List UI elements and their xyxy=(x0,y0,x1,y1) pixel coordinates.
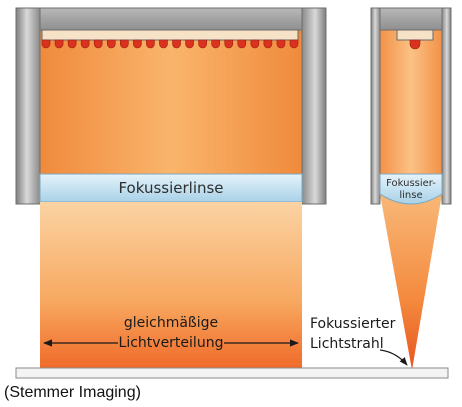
led xyxy=(106,39,116,49)
left-housing-left-wall xyxy=(15,7,41,205)
right-housing-left-wall xyxy=(370,7,381,205)
left-led-row xyxy=(41,39,299,49)
led xyxy=(133,39,142,49)
led xyxy=(263,39,273,49)
distribution-label-line1: gleichmäßige xyxy=(124,315,218,331)
right-focusing-lens xyxy=(379,173,443,205)
led xyxy=(54,39,64,49)
led xyxy=(41,39,51,49)
right-light-inside xyxy=(378,30,444,180)
left-housing-top xyxy=(39,7,303,31)
led xyxy=(224,39,234,49)
beam-label-line2: Lichtstrahl xyxy=(310,336,384,352)
led xyxy=(146,39,155,49)
led xyxy=(289,39,299,49)
right-lens-label-line2: linse xyxy=(399,190,422,201)
led xyxy=(159,39,168,49)
led xyxy=(172,39,181,49)
led xyxy=(198,39,207,49)
led xyxy=(120,39,129,49)
right-housing-top xyxy=(379,7,443,31)
left-illuminator: Fokussierlinse gleichmäßige Lichtverteil… xyxy=(15,7,327,368)
led xyxy=(80,39,90,49)
left-light-striations xyxy=(40,339,302,365)
led xyxy=(237,39,247,49)
beam-pointer-arrow xyxy=(379,349,408,366)
left-lens-label: Fokussierlinse xyxy=(118,179,223,197)
led xyxy=(185,39,194,49)
left-light-beam-below xyxy=(40,202,302,368)
led xyxy=(211,39,220,49)
led xyxy=(67,39,77,49)
base-plate xyxy=(15,367,449,379)
image-caption: (Stemmer Imaging) xyxy=(4,384,141,401)
led xyxy=(93,39,103,49)
right-led-board xyxy=(396,29,434,41)
beam-label-line1: Fokussierter xyxy=(310,316,396,332)
led xyxy=(276,39,286,49)
right-illuminator: Fokussier- linse Fokussierter Lichtstrah… xyxy=(310,7,452,370)
left-led-board xyxy=(41,29,299,41)
right-lens-label-line1: Fokussier- xyxy=(386,178,436,189)
focused-light-cone xyxy=(380,194,442,370)
led xyxy=(250,39,260,49)
left-focusing-lens xyxy=(39,173,303,203)
right-led xyxy=(409,39,421,50)
distribution-label-line2: Lichtverteilung xyxy=(119,335,224,351)
left-housing-right-wall xyxy=(301,7,327,205)
right-housing-right-wall xyxy=(441,7,452,205)
